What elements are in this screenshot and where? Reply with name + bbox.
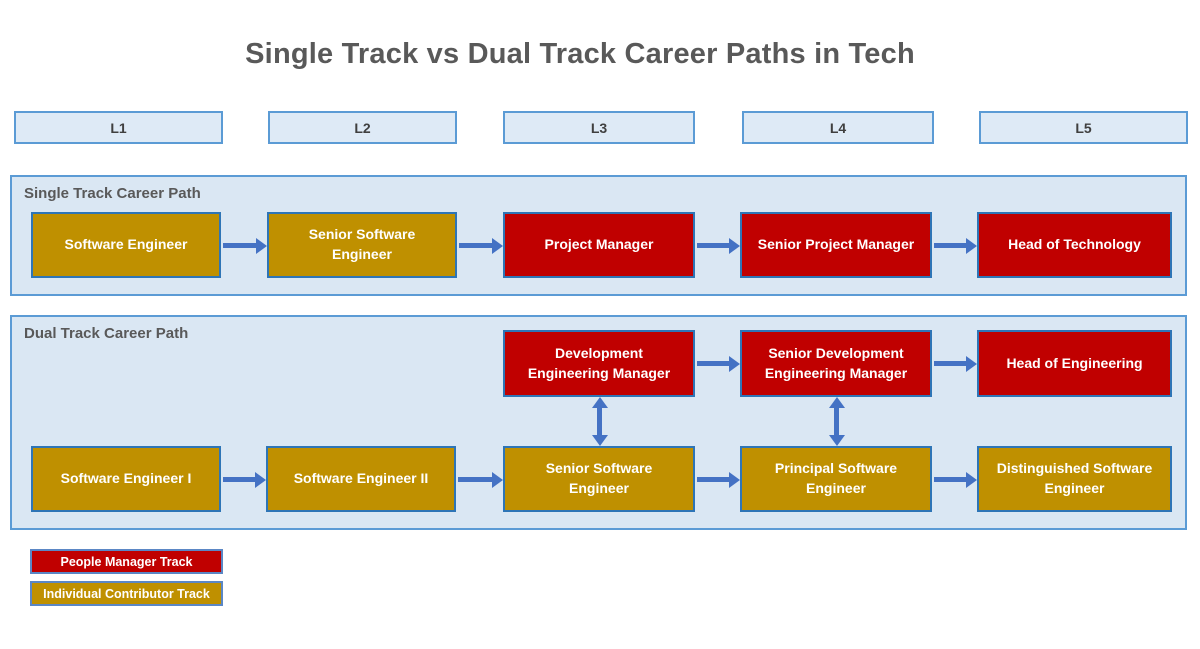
level-header-l1: L1 (14, 111, 223, 144)
box-software-engineer-1: Software Engineer I (31, 446, 221, 512)
box-senior-software-engineer-dual: Senior Software Engineer (503, 446, 695, 512)
legend-individual-contributor-track: Individual Contributor Track (30, 581, 223, 606)
dual-track-heading: Dual Track Career Path (24, 325, 189, 342)
double-arrow-icon (597, 408, 602, 435)
box-head-of-technology: Head of Technology (977, 212, 1172, 278)
right-arrow-icon (697, 477, 729, 482)
right-arrow-icon (934, 361, 966, 366)
level-header-l5: L5 (979, 111, 1188, 144)
box-development-engineering-manager: Development Engineering Manager (503, 330, 695, 397)
box-senior-project-manager: Senior Project Manager (740, 212, 932, 278)
right-arrow-icon (697, 361, 729, 366)
legend-label: Individual Contributor Track (43, 586, 210, 601)
box-senior-development-engineering-manager: Senior Development Engineering Manager (740, 330, 932, 397)
level-header-l2: L2 (268, 111, 457, 144)
right-arrow-icon (458, 477, 492, 482)
level-header-l3: L3 (503, 111, 695, 144)
level-label: L5 (1075, 119, 1092, 136)
level-label: L2 (354, 119, 371, 136)
diagram-title: Single Track vs Dual Track Career Paths … (245, 38, 915, 70)
right-arrow-icon (223, 243, 256, 248)
box-senior-software-engineer: Senior Software Engineer (267, 212, 457, 278)
box-distinguished-software-engineer: Distinguished Software Engineer (977, 446, 1172, 512)
box-project-manager: Project Manager (503, 212, 695, 278)
double-arrow-icon (834, 408, 839, 435)
single-track-heading: Single Track Career Path (24, 185, 201, 202)
right-arrow-icon (459, 243, 492, 248)
right-arrow-icon (934, 243, 966, 248)
right-arrow-icon (934, 477, 966, 482)
right-arrow-icon (223, 477, 255, 482)
legend-people-manager-track: People Manager Track (30, 549, 223, 574)
level-header-l4: L4 (742, 111, 934, 144)
level-label: L1 (110, 119, 127, 136)
legend-label: People Manager Track (60, 554, 193, 569)
right-arrow-icon (697, 243, 729, 248)
box-head-of-engineering: Head of Engineering (977, 330, 1172, 397)
box-software-engineer: Software Engineer (31, 212, 221, 278)
level-label: L3 (590, 119, 608, 136)
level-label: L4 (829, 119, 847, 136)
box-principal-software-engineer: Principal Software Engineer (740, 446, 932, 512)
box-software-engineer-2: Software Engineer II (266, 446, 456, 512)
